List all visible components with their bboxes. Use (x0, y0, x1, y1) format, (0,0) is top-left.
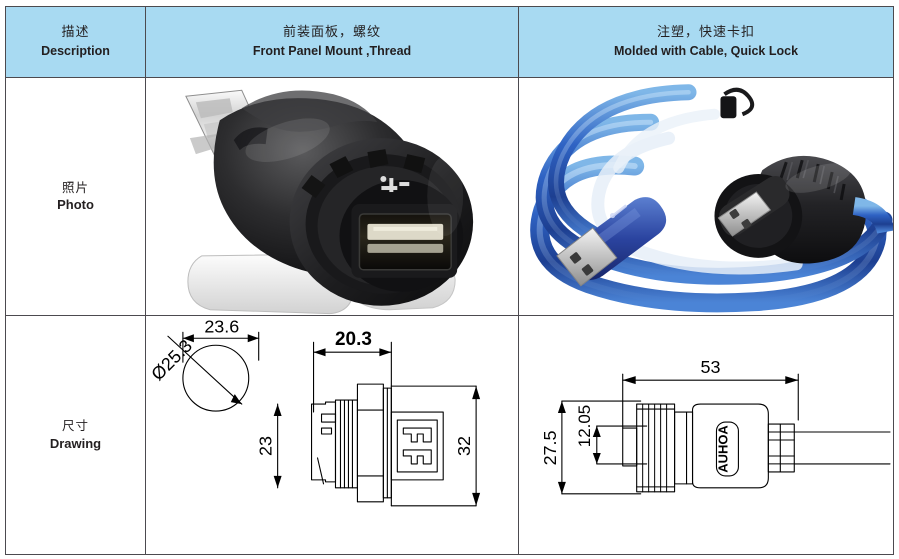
usb-panel-mount-connector-photo (185, 89, 474, 315)
molded-cable-dimension-drawing: 53 27.5 12.05 AUHOA (540, 357, 891, 495)
row-label-drawing-cn: 尺寸 (61, 418, 89, 434)
molded-connector-profile (622, 403, 891, 493)
quick-lock-connector (714, 155, 867, 264)
header-cell-description: 描述 Description (5, 6, 146, 78)
header-description-en: Description (41, 44, 110, 59)
drawing-molded-cable: 53 27.5 12.05 AUHOA (518, 315, 894, 555)
product-spec-table: 描述 Description 前装面板，螺纹 Front Panel Mount… (5, 6, 894, 555)
header-front-panel-mount-en: Front Panel Mount ,Thread (252, 44, 412, 59)
dim-text-32: 32 (454, 436, 474, 456)
row-label-photo-en: Photo (57, 197, 94, 213)
dim-text-53: 53 (701, 357, 721, 377)
table-row-drawing: 尺寸 Drawing (5, 315, 894, 555)
usb-receptacle-outline (390, 411, 444, 481)
header-cell-front-panel-mount: 前装面板，螺纹 Front Panel Mount ,Thread (145, 6, 519, 78)
usb-logo-icon (380, 176, 410, 193)
connector-side-profile (311, 383, 444, 507)
molded-body (691, 403, 769, 489)
dim-text-203: 20.3 (335, 329, 372, 350)
front-panel-mount-dimension-drawing: Ø25.3 23.6 20.3 23 32 (147, 316, 481, 507)
dim-text-23: 23 (256, 436, 276, 456)
row-label-drawing-en: Drawing (49, 435, 102, 451)
dim-text-275: 27.5 (540, 430, 560, 465)
dim-text-1205: 12.05 (575, 405, 594, 447)
photo-molded-cable-quick-lock (518, 77, 894, 316)
cable-outline (793, 431, 891, 465)
cable-tie (720, 87, 755, 119)
usb-a-plug (556, 197, 667, 287)
header-front-panel-mount-cn: 前装面板，螺纹 (282, 25, 381, 41)
gloss-highlights (245, 118, 464, 236)
row-label-photo: 照片 Photo (5, 77, 146, 316)
table-header-row: 描述 Description 前装面板，螺纹 Front Panel Mount… (5, 6, 894, 78)
header-description-cn: 描述 (61, 25, 90, 41)
diameter-leader (167, 335, 243, 405)
panel-cutout-circle (182, 344, 250, 412)
photo-front-panel-mount-connector (145, 77, 519, 316)
brand-text-auhoa: AUHOA (715, 425, 730, 473)
brand-plate (715, 421, 739, 477)
header-cell-molded-with-cable: 注塑，快速卡扣 Molded with Cable, Quick Lock (518, 6, 894, 78)
header-molded-with-cable-cn: 注塑，快速卡扣 (656, 25, 755, 41)
header-molded-with-cable-en: Molded with Cable, Quick Lock (613, 44, 799, 59)
table-row-photo: 照片 Photo (5, 77, 894, 316)
row-label-drawing: 尺寸 Drawing (5, 315, 146, 555)
cable-coil (530, 84, 893, 313)
usb-a-receptacle (339, 176, 464, 292)
drawing-front-panel-mount: Ø25.3 23.6 20.3 23 32 (145, 315, 519, 555)
knurled-nut (636, 403, 676, 493)
usb-cable-molded-quick-lock-photo (530, 84, 893, 313)
dim-text-236: 23.6 (204, 316, 239, 336)
row-label-photo-cn: 照片 (61, 179, 89, 195)
